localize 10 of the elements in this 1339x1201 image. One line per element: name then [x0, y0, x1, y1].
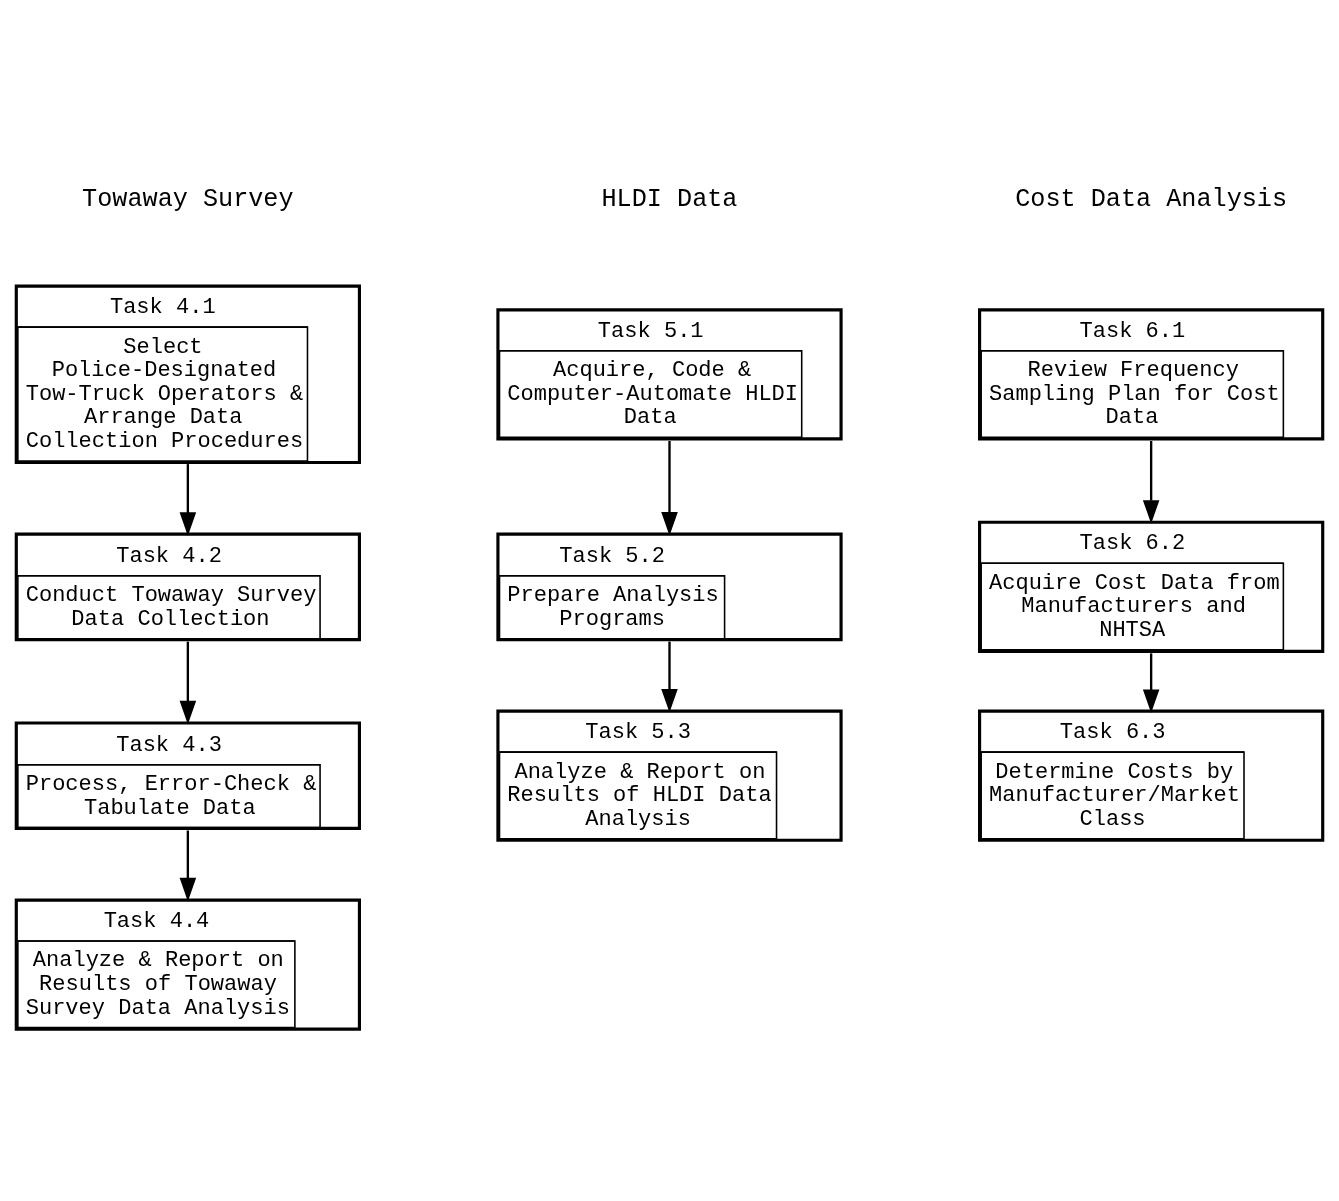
label: Cost Data Analysis [1015, 184, 1288, 214]
arrow [179, 641, 197, 724]
arrow [179, 830, 197, 901]
arrow [1142, 440, 1160, 524]
label: HLDI Data [601, 184, 738, 214]
arrow [661, 440, 678, 536]
arrow [179, 463, 197, 536]
arrow [1142, 652, 1160, 713]
arrow [661, 641, 678, 713]
label: Towaway Survey [82, 184, 294, 214]
